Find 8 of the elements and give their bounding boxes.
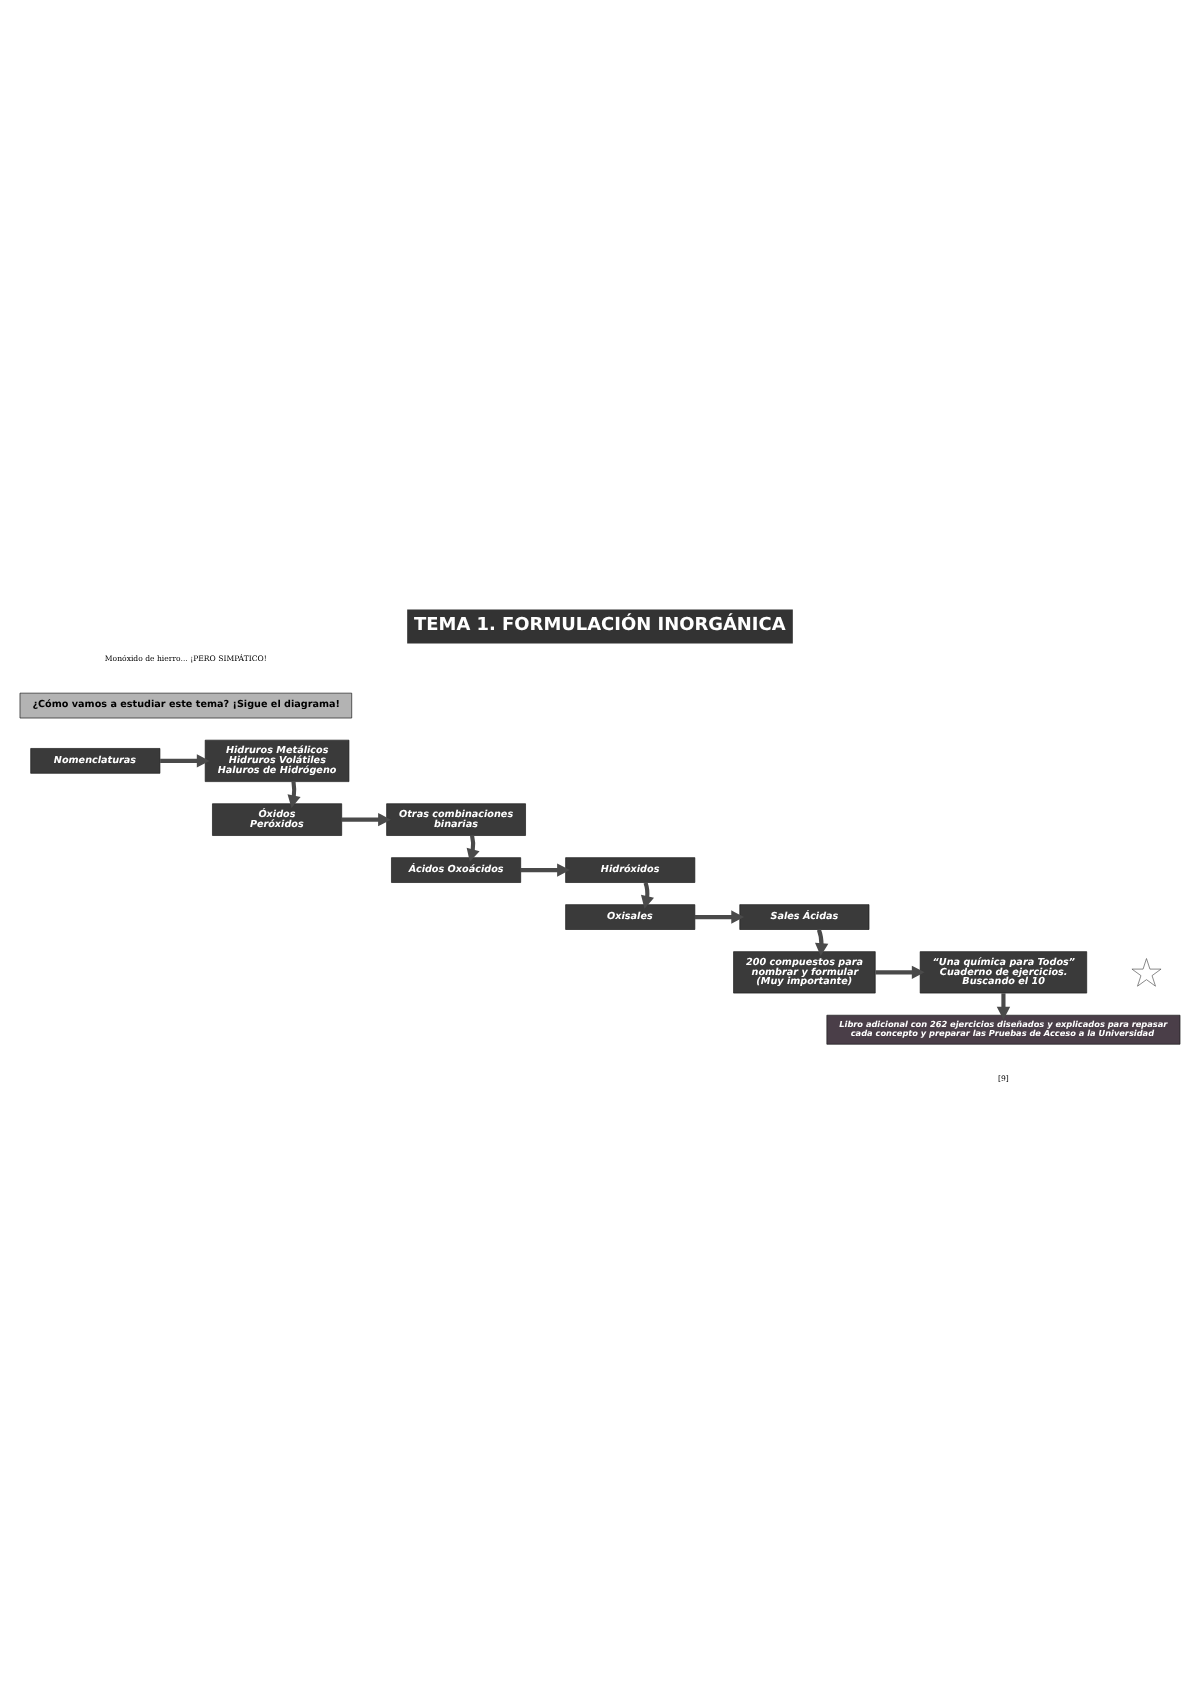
arrow <box>694 909 745 923</box>
diagram-title: TEMA 1. FORMULACIÓN INORGÁNICA <box>414 615 786 636</box>
arrow <box>996 992 1011 1019</box>
arrow <box>341 811 391 826</box>
arrow <box>160 753 210 767</box>
arrow <box>520 862 570 876</box>
arrow <box>875 964 925 979</box>
node-star <box>1131 957 1162 986</box>
